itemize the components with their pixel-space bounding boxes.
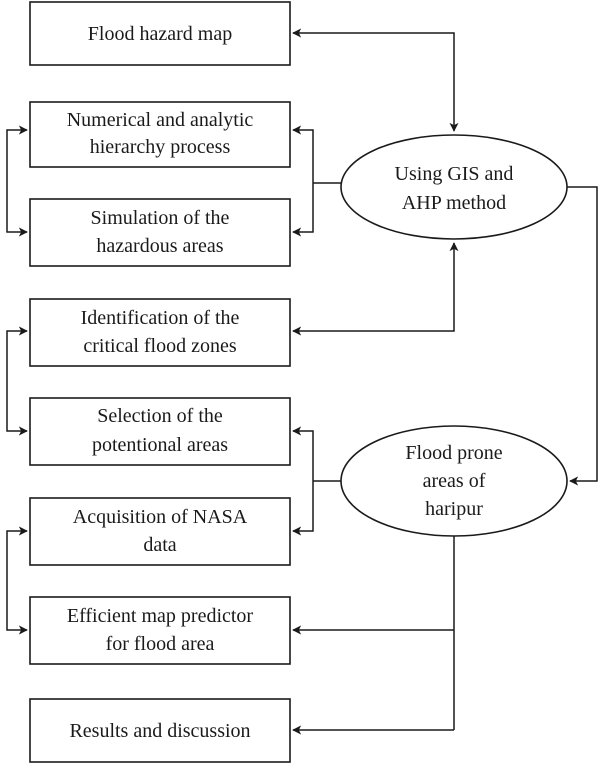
svg-text:Flood hazard map: Flood hazard map xyxy=(88,23,232,45)
box-results-discussion: Results and discussion xyxy=(29,698,291,763)
arrow-gis-to-flood-prone xyxy=(567,186,598,486)
svg-text:Results and discussion: Results and discussion xyxy=(69,720,250,742)
arrow-identification-to-gis xyxy=(292,242,459,336)
arrow-left-identification-selection xyxy=(6,326,28,436)
arrow-left-numerical-simulation xyxy=(6,125,28,237)
arrow-gis-to-numerical xyxy=(292,125,314,183)
box-flood-hazard-map: Flood hazard map xyxy=(29,1,291,66)
arrow-left-acquisition-efficient xyxy=(6,526,28,635)
arrow-flood-prone-to-acquisition xyxy=(292,481,314,536)
arrow-gis-to-simulation xyxy=(292,183,314,237)
arrow-flood-prone-to-selection xyxy=(292,426,314,481)
arrow-hazard-map-to-gis xyxy=(292,28,459,132)
